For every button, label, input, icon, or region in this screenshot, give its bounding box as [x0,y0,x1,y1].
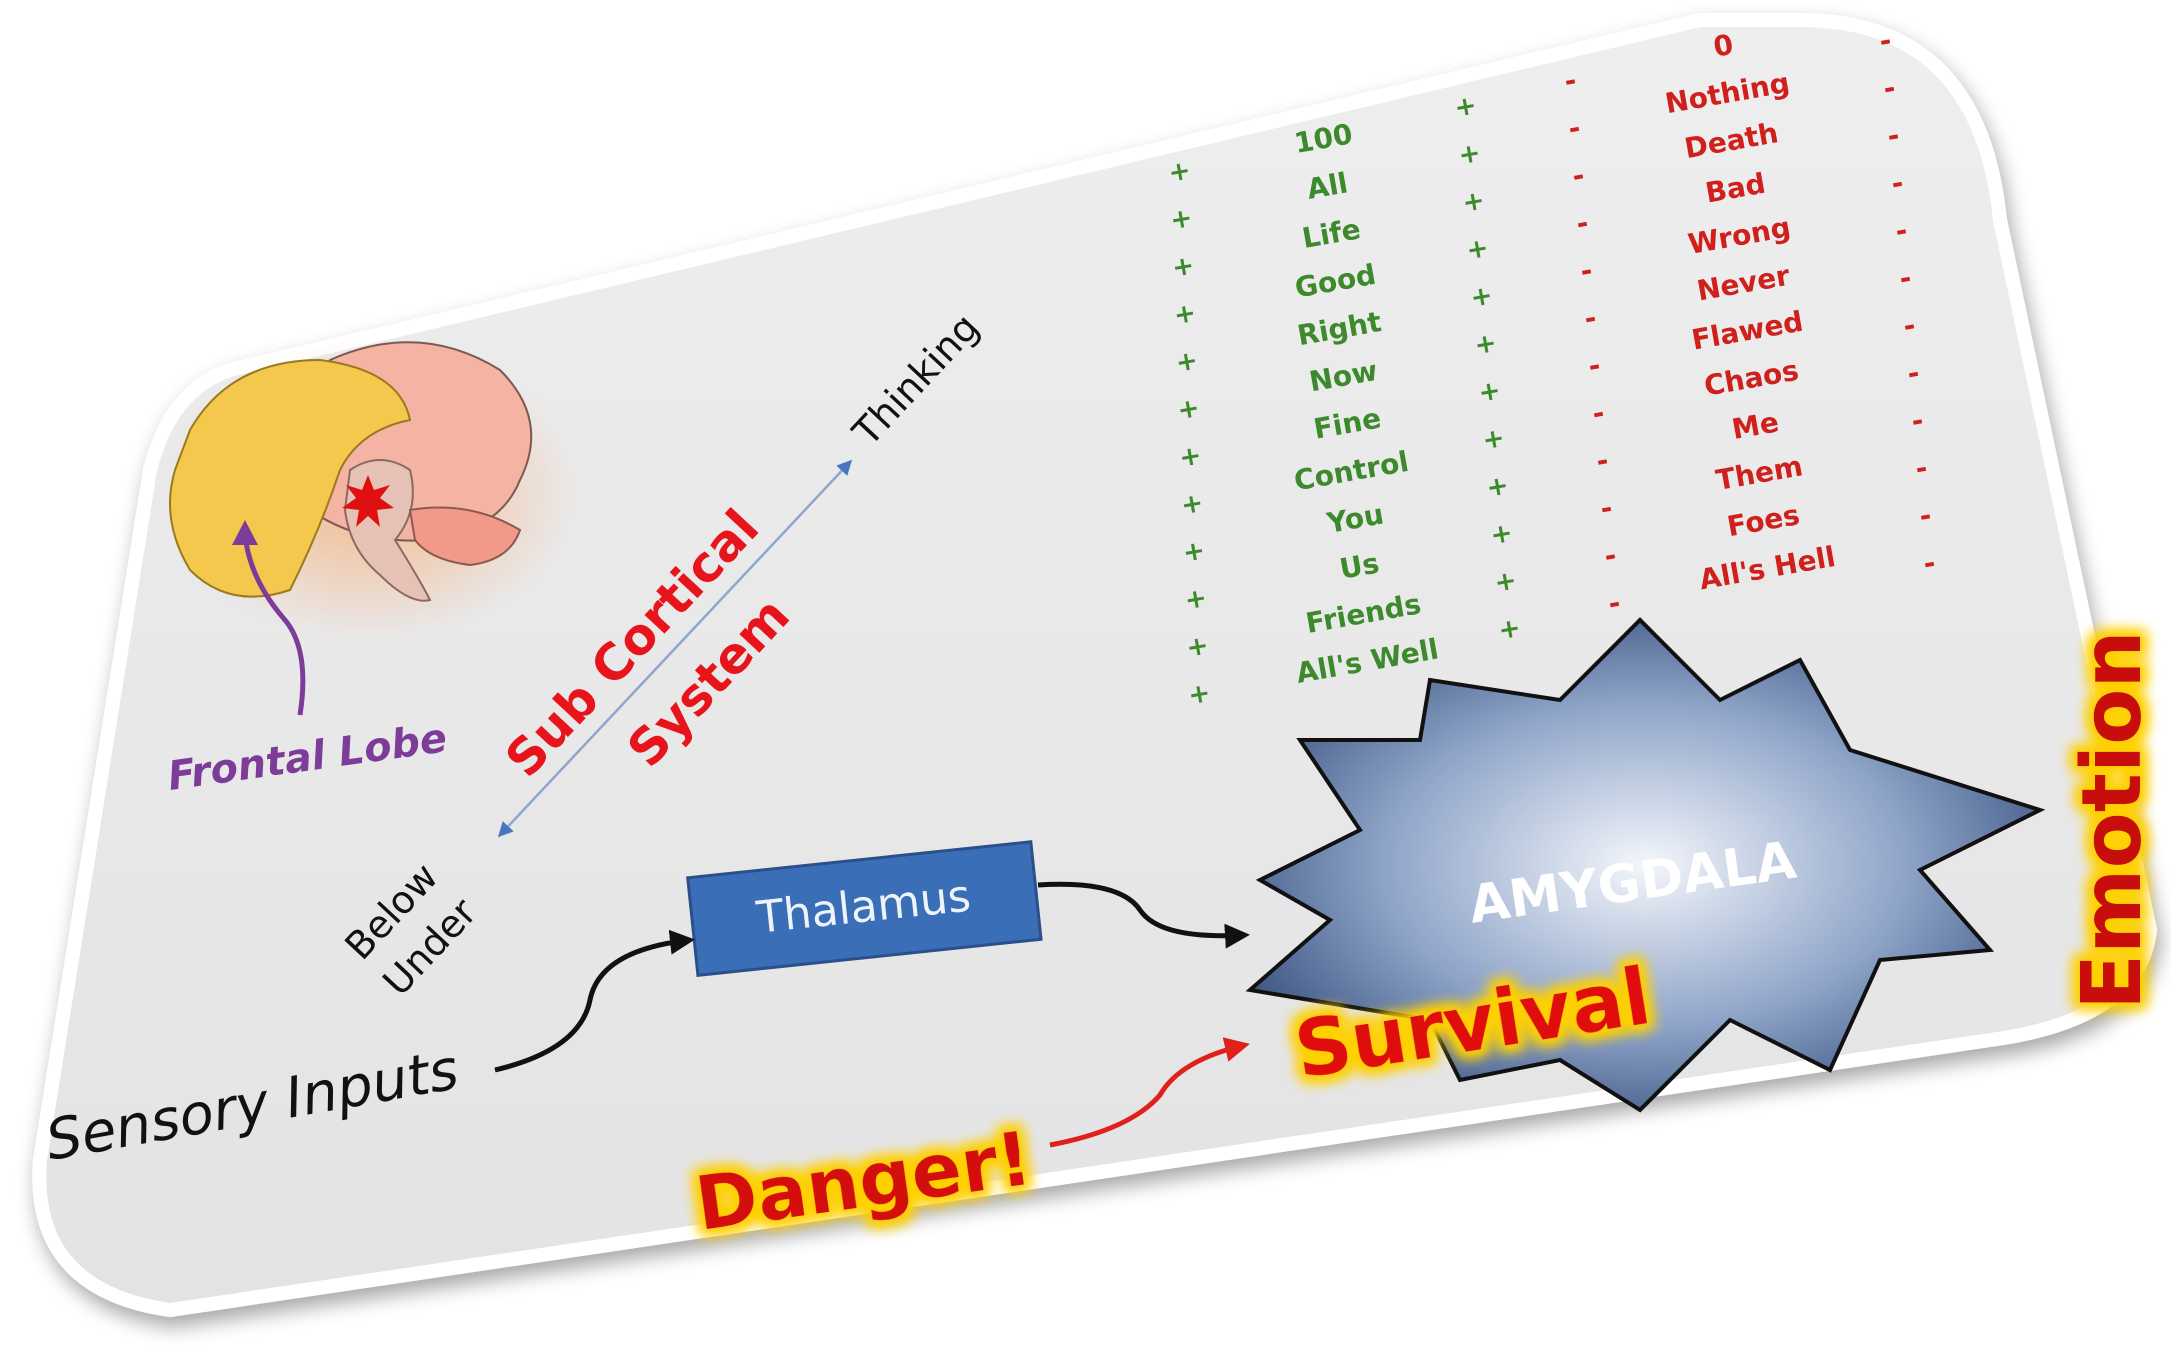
emotion-label: Emotion [2065,630,2160,1010]
positive-word: Us [1337,546,1382,585]
positive-word: All [1304,166,1350,206]
brain-illustration [160,340,580,640]
